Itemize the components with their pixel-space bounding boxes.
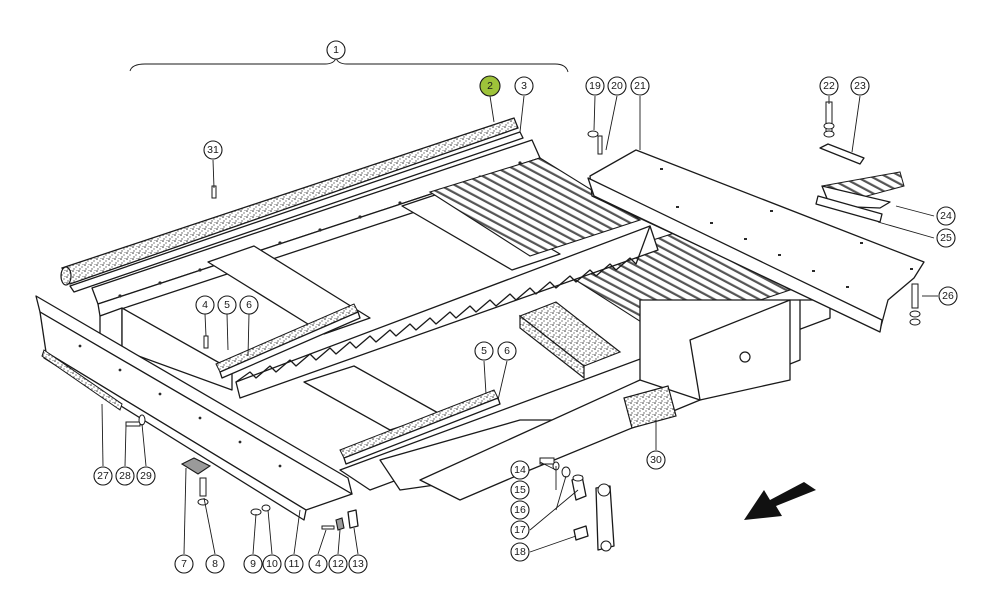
callout-label: 28 <box>119 470 131 482</box>
callout-label: 25 <box>940 232 952 244</box>
callout-label: 18 <box>514 546 526 558</box>
callout-20: 20 <box>607 76 627 96</box>
bolt-part-26 <box>909 283 921 326</box>
strip-part-27 <box>41 349 123 411</box>
callout-label: 3 <box>521 80 527 92</box>
callout-label: 27 <box>97 470 109 482</box>
callout-label: 4 <box>202 299 208 311</box>
callout-2: 2 <box>479 75 501 97</box>
callout-26: 26 <box>938 286 958 306</box>
callout-label: 24 <box>940 210 952 222</box>
callout-5b: 5 <box>474 341 494 361</box>
callout-16: 16 <box>510 500 530 520</box>
callout-label: 15 <box>514 484 526 496</box>
leader-lines <box>101 95 938 555</box>
main-frame <box>91 139 831 501</box>
callout-24: 24 <box>936 206 956 226</box>
callout-18: 18 <box>510 542 530 562</box>
callout-label: 5 <box>481 345 487 357</box>
callout-label: 13 <box>352 558 364 570</box>
callout-label: 10 <box>266 558 278 570</box>
hinge-part-7 <box>180 457 212 506</box>
foam-block-part-30 <box>518 301 677 429</box>
callout-label: 30 <box>650 454 662 466</box>
callout-23: 23 <box>850 76 870 96</box>
washers-part-9-10 <box>250 504 271 516</box>
callout-label: 26 <box>942 290 954 302</box>
callout-28: 28 <box>115 466 135 486</box>
small-parts-bottom <box>321 509 359 531</box>
callout-label: 31 <box>207 144 219 156</box>
callout-label: 6 <box>246 299 252 311</box>
direction-arrow-icon <box>744 482 816 520</box>
callout-25: 25 <box>936 228 956 248</box>
callout-label: 17 <box>514 524 526 536</box>
callout-10: 10 <box>262 554 282 574</box>
callout-label: 4 <box>315 558 321 570</box>
thin-strip-part-3 <box>69 131 524 293</box>
callout-label: 9 <box>250 558 256 570</box>
left-angle-part-11 <box>35 295 353 521</box>
callout-label: 16 <box>514 504 526 516</box>
callout-label: 12 <box>332 558 344 570</box>
callout-29: 29 <box>136 466 156 486</box>
callout-label: 2 <box>487 80 493 92</box>
callout-label: 29 <box>140 470 152 482</box>
bolts-part-19-20 <box>587 130 603 155</box>
callout-label: 1 <box>333 44 339 56</box>
callout-6a: 6 <box>239 295 259 315</box>
callout-label: 21 <box>634 80 646 92</box>
linkage-parts-14-18 <box>539 457 615 552</box>
callout-19: 19 <box>585 76 605 96</box>
callout-label: 19 <box>589 80 601 92</box>
callout-label: 23 <box>854 80 866 92</box>
callout-label: 11 <box>289 558 300 570</box>
callout-21: 21 <box>630 76 650 96</box>
callout-label: 5 <box>224 299 230 311</box>
small-parts-left <box>125 335 209 427</box>
callout-8: 8 <box>205 554 225 574</box>
callout-31: 31 <box>203 140 223 160</box>
callout-9: 9 <box>243 554 263 574</box>
callout-13: 13 <box>348 554 368 574</box>
assembly-bracket <box>129 56 569 73</box>
callout-11: 11 <box>284 554 304 574</box>
callout-6b: 6 <box>497 341 517 361</box>
callout-22: 22 <box>819 76 839 96</box>
callout-7: 7 <box>174 554 194 574</box>
callout-4a: 4 <box>195 295 215 315</box>
callout-1: 1 <box>326 40 346 60</box>
callout-label: 8 <box>212 558 218 570</box>
callout-4b: 4 <box>308 554 328 574</box>
callout-label: 14 <box>514 464 526 476</box>
callout-5a: 5 <box>217 295 237 315</box>
callout-label: 6 <box>504 345 510 357</box>
callout-12: 12 <box>328 554 348 574</box>
foam-strip-part-2 <box>60 117 519 286</box>
bar-part-25 <box>815 195 883 223</box>
callout-label: 7 <box>181 558 187 570</box>
callout-label: 20 <box>611 80 623 92</box>
cover-plate-part-21 <box>587 149 925 333</box>
callout-17: 17 <box>510 520 530 540</box>
callout-27: 27 <box>93 466 113 486</box>
callout-14: 14 <box>510 460 530 480</box>
strips-part-5-6-upper <box>215 303 361 379</box>
callout-3: 3 <box>514 76 534 96</box>
callout-label: 22 <box>823 80 835 92</box>
callout-15: 15 <box>510 480 530 500</box>
callout-30: 30 <box>646 450 666 470</box>
